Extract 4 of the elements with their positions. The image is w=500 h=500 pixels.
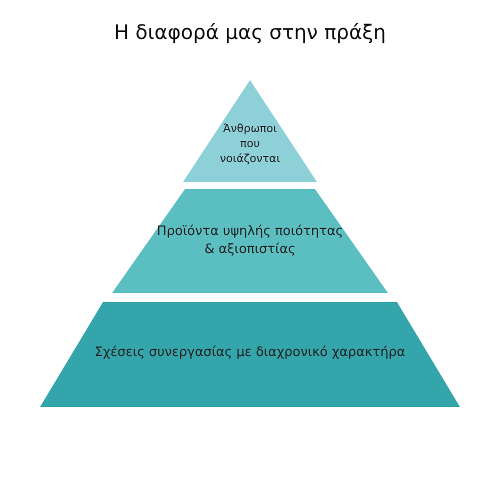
tier-label: Σχέσεις συνεργασίας με διαχρονικό χαρακτήρα — [94, 344, 406, 362]
tier-label: Άνθρωποι που νοιάζονται — [218, 122, 282, 167]
tier-label: Προϊόντα υψηλής ποιότητας & αξιοπιστίας — [156, 223, 344, 258]
title: Η διαφορά μας στην πράξη — [113, 20, 387, 44]
